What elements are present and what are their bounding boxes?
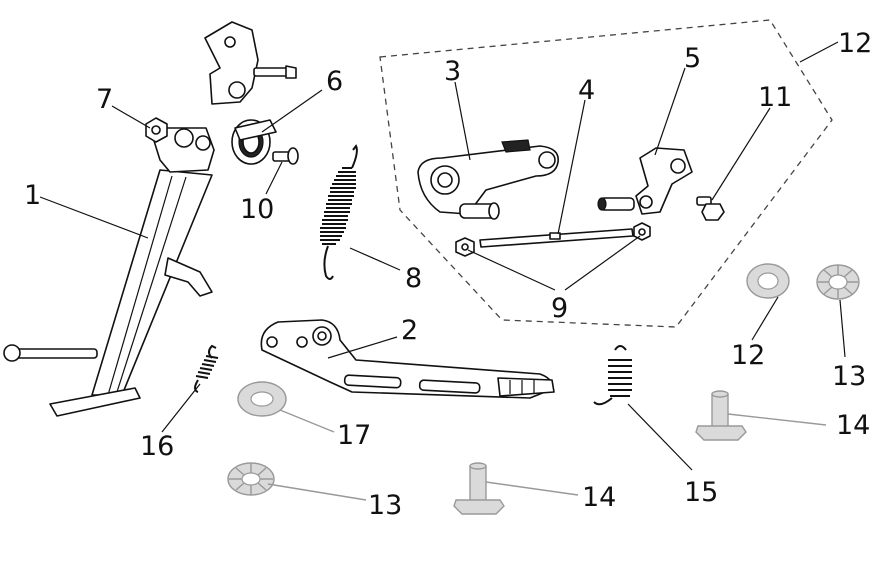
callout-8: 8 xyxy=(405,263,422,294)
callout-15: 15 xyxy=(684,477,718,508)
callout-2: 2 xyxy=(401,315,418,346)
part-13-lock-washer-right xyxy=(816,264,860,300)
part-13-lock-washer-bottom xyxy=(227,462,275,496)
callout-9: 9 xyxy=(551,293,568,324)
part-2-brake-pedal xyxy=(260,319,555,399)
part-7-nut xyxy=(145,117,168,143)
part-10-bolt xyxy=(272,147,299,165)
callout-1: 1 xyxy=(24,180,41,211)
part-3-lever-arm xyxy=(417,139,559,220)
callout-6: 6 xyxy=(326,66,343,97)
part-9-nut-right xyxy=(633,222,651,241)
part-12-washer xyxy=(746,263,790,299)
callout-14-bottom: 14 xyxy=(582,482,616,513)
assembly-group-boundary xyxy=(379,19,833,328)
part-4-shaft xyxy=(479,228,634,248)
callout-17: 17 xyxy=(337,420,371,451)
callout-3: 3 xyxy=(444,56,461,87)
part-6-spring-clip xyxy=(231,119,277,165)
part-14-pin-right xyxy=(695,390,747,441)
leader-lines xyxy=(39,41,846,501)
callout-13-bottom: 13 xyxy=(368,490,402,521)
callout-5: 5 xyxy=(684,43,701,74)
part-9-nut-left xyxy=(455,237,475,257)
callout-13-right: 13 xyxy=(832,361,866,392)
callout-11: 11 xyxy=(758,82,792,113)
callout-12-group: 12 xyxy=(838,28,872,59)
part-5-small-arm xyxy=(597,147,693,215)
part-16-spring xyxy=(194,344,219,393)
callout-10: 10 xyxy=(240,194,274,225)
callout-12: 12 xyxy=(731,340,765,371)
part-8-spring xyxy=(320,144,358,280)
callout-16: 16 xyxy=(140,431,174,462)
part-11-bolt xyxy=(696,196,725,221)
callout-7: 7 xyxy=(96,84,113,115)
part-14-pin-bottom xyxy=(453,462,505,515)
part-17-washer xyxy=(237,381,287,417)
callout-4: 4 xyxy=(578,75,595,106)
part-1-side-stand xyxy=(3,127,215,417)
part-15-spring xyxy=(593,345,632,406)
callout-14-right: 14 xyxy=(836,410,870,441)
mounting-bracket xyxy=(204,21,297,105)
